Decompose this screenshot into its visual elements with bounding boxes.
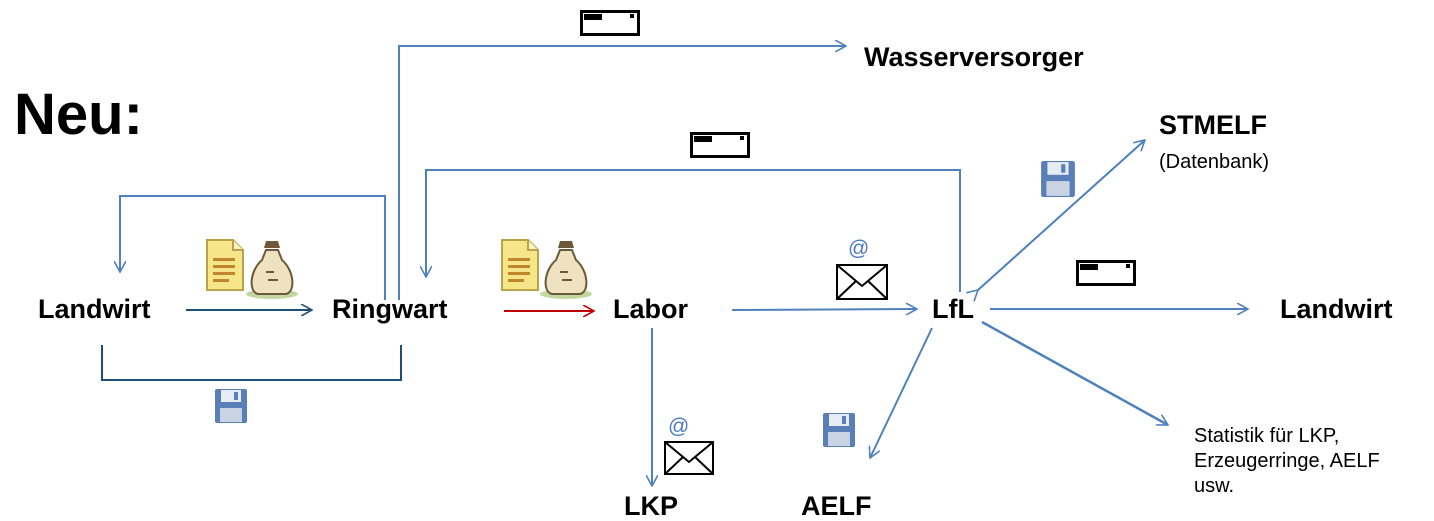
node-lkp: LKP	[624, 491, 678, 521]
node-stmelf: STMELF	[1159, 110, 1267, 140]
edge-lfl-stmelf	[978, 140, 1145, 290]
edge-landwirt-ringwart-bracket	[101, 345, 402, 381]
node-ringwart: Ringwart	[332, 294, 448, 324]
email-at-symbol: @	[848, 237, 870, 260]
node-landwirt-right: Landwirt	[1280, 294, 1393, 324]
node-landwirt-left: Landwirt	[38, 294, 151, 324]
statistik-line-2: Erzeugerringe, AELF	[1194, 450, 1380, 472]
letter-icon	[690, 132, 750, 158]
document-icon	[206, 239, 244, 291]
node-lfl: LfL	[932, 294, 974, 324]
envelope-icon	[836, 264, 888, 300]
node-wasserversorger: Wasserversorger	[864, 42, 1084, 72]
document-icon	[501, 239, 539, 291]
node-stmelf-subtitle: (Datenbank)	[1159, 151, 1270, 173]
envelope-icon	[664, 441, 714, 475]
edge-labor-to-lfl	[731, 309, 917, 310]
edge-ringwart-to-landwirt	[120, 195, 386, 300]
floppy-disk-icon	[215, 389, 247, 423]
letter-icon	[1076, 260, 1136, 286]
statistik-line-1: Statistik für LKP,	[1194, 425, 1340, 447]
sample-bag-icon	[540, 241, 592, 299]
node-labor: Labor	[613, 294, 689, 324]
node-aelf: AELF	[801, 491, 872, 521]
edge-lfl-to-statistik	[981, 320, 1168, 427]
edge-lfl-to-aelf	[870, 327, 933, 458]
letter-icon	[580, 10, 640, 36]
floppy-disk-icon	[1041, 161, 1075, 197]
node-statistik: Statistik für LKP, Erzeugerringe, AELF u…	[1194, 424, 1380, 499]
edge-ringwart-to-wasserversorger	[398, 46, 846, 300]
edge-lfl-to-ringwart	[426, 169, 961, 292]
statistik-line-3: usw.	[1194, 475, 1235, 497]
sample-bag-icon	[246, 241, 298, 299]
email-at-symbol: @	[668, 415, 690, 438]
diagram-title: Neu:	[14, 82, 143, 147]
floppy-disk-icon	[823, 413, 855, 447]
